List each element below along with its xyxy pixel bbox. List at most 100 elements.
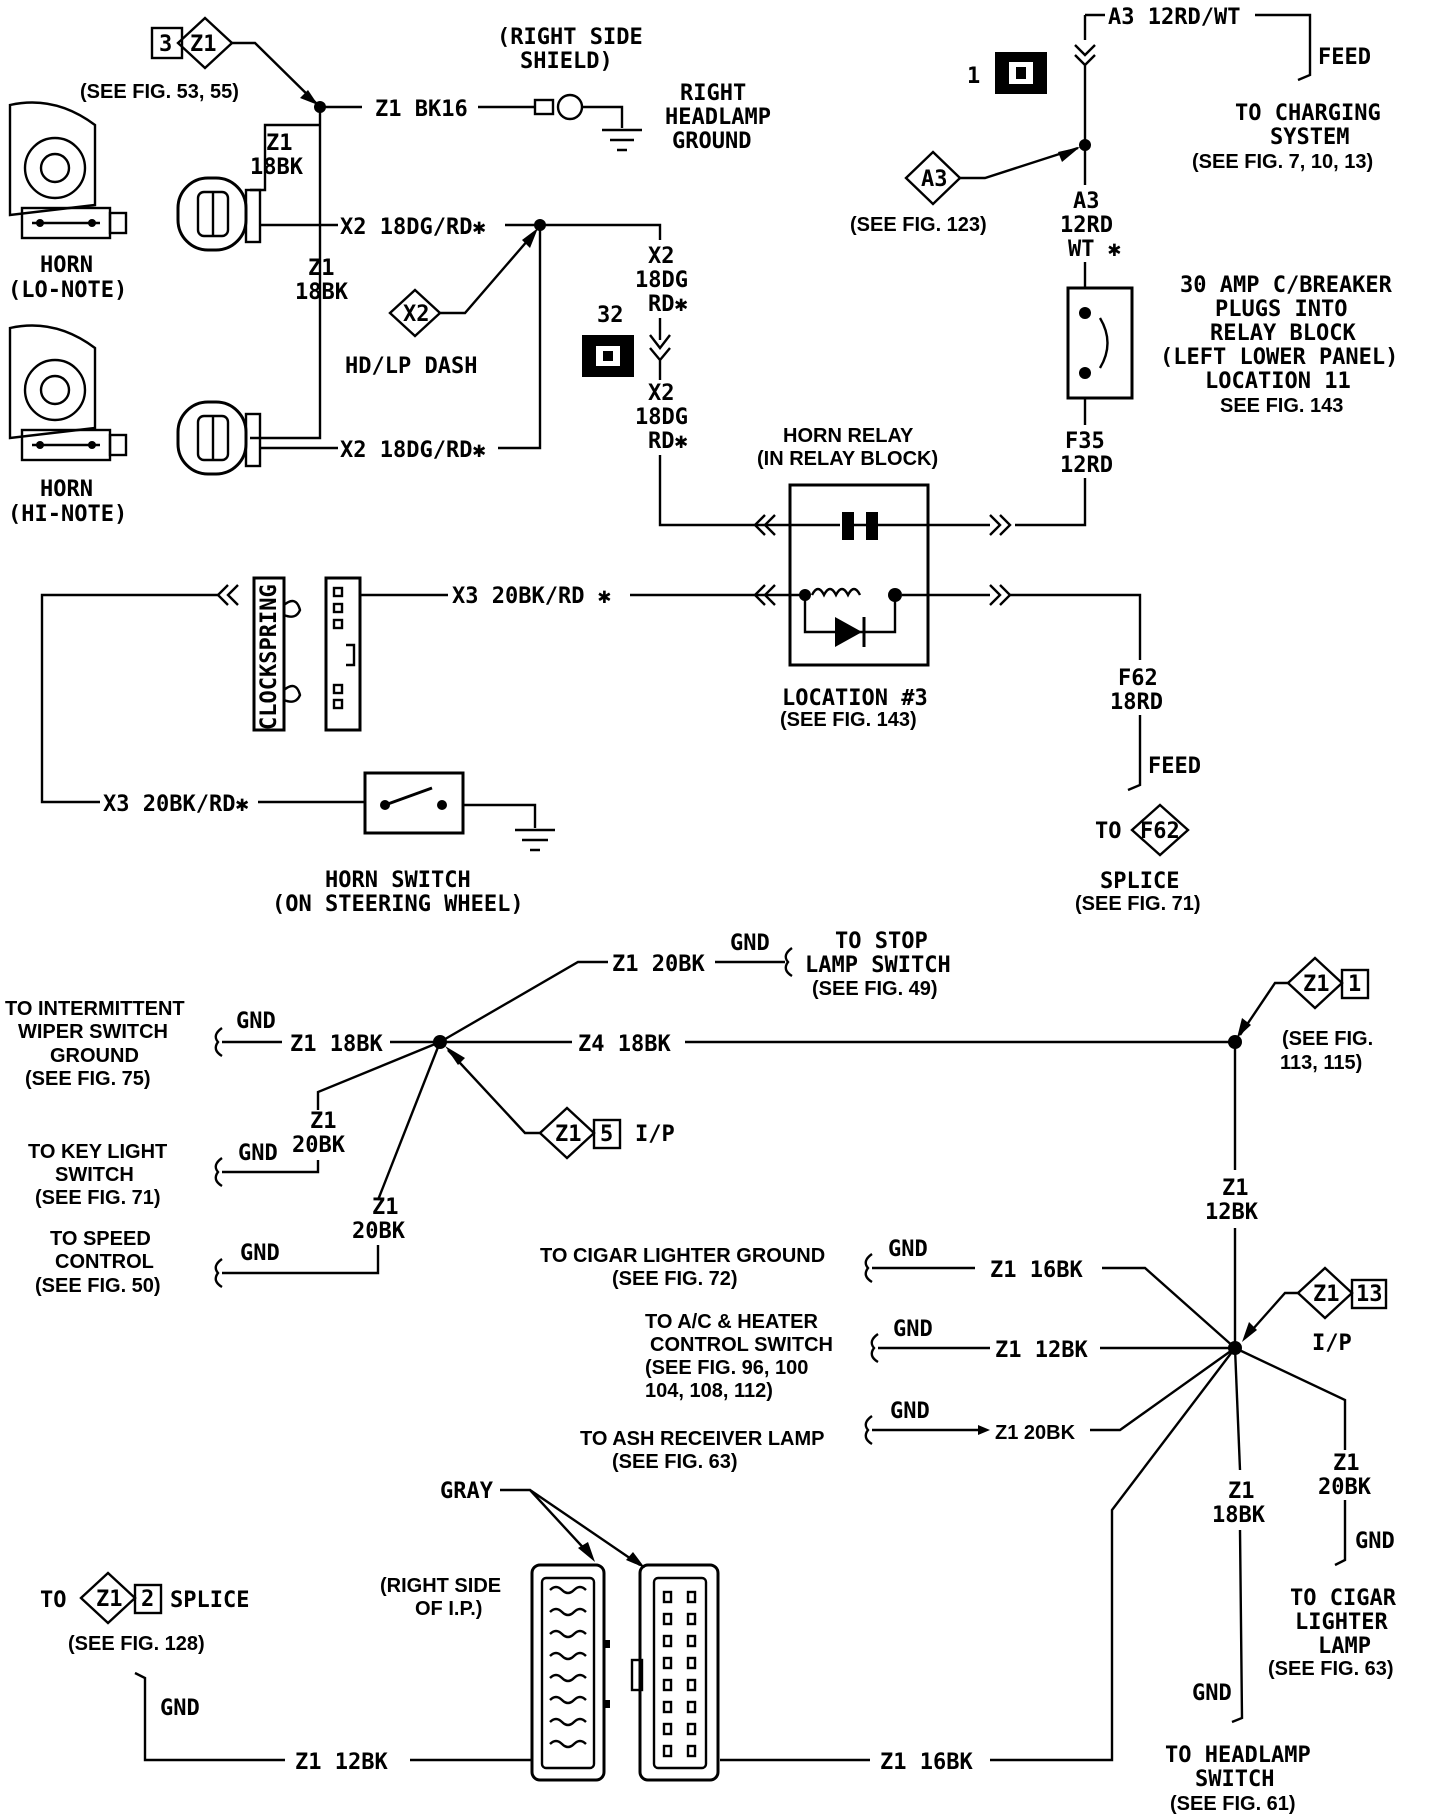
x2-diamond xyxy=(388,288,442,338)
z1-top-connector: 3 Z1 xyxy=(150,16,234,70)
gnd-lamp: GND xyxy=(1355,1529,1395,1554)
x2-18dg-2b: 18DG xyxy=(635,405,688,430)
to-wiper-2: WIPER SWITCH xyxy=(18,1021,168,1043)
ip-connector-male-icon xyxy=(630,1563,720,1782)
hd-lp-dash: HD/LP DASH xyxy=(345,354,477,379)
cb-5: LOCATION 11 xyxy=(1205,369,1351,394)
wire-z4-18bk: Z4 18BK xyxy=(578,1032,671,1057)
connector-1-label: 1 xyxy=(967,64,980,89)
circuit-breaker-icon xyxy=(1066,286,1134,400)
gnd-cigar: GND xyxy=(888,1237,928,1262)
wire-z1-bk16: Z1 BK16 xyxy=(375,97,468,122)
see-fig-72: (SEE FIG. 72) xyxy=(612,1268,738,1290)
wire-z1-20bk-stop: Z1 20BK xyxy=(612,952,705,977)
to-charging-1: TO CHARGING xyxy=(1235,101,1381,126)
z1-12bk-vert-1: Z1 xyxy=(1222,1176,1249,1201)
cb-6: SEE FIG. 143 xyxy=(1220,395,1343,417)
z1-20bk-key-2: 20BK xyxy=(292,1133,346,1158)
z1-diamond-2-label: Z1 xyxy=(96,1587,123,1612)
clockspring-label: CLOCKSPRING xyxy=(257,584,282,730)
z1-18bk-b-2: 18BK xyxy=(295,280,349,305)
z1-conn-2: 2 xyxy=(141,1587,154,1612)
see-fig-50: (SEE FIG. 50) xyxy=(35,1275,161,1297)
wire-z1-12bk-ac: Z1 12BK xyxy=(995,1338,1088,1363)
z1-18bk-a-1: Z1 xyxy=(266,131,293,156)
horn-switch-1: HORN SWITCH xyxy=(325,868,471,893)
f62-diamond xyxy=(1130,803,1190,857)
f62-2: 18RD xyxy=(1110,690,1163,715)
right-headlamp-ground-3: GROUND xyxy=(672,129,751,154)
z1-20bk-lamp-1: Z1 xyxy=(1333,1451,1360,1476)
wire-z1-12bk-bottom: Z1 12BK xyxy=(295,1750,388,1775)
see-fig-143: (SEE FIG. 143) xyxy=(780,709,917,731)
wire-a3-12rd-wt: A3 12RD/WT xyxy=(1108,5,1240,30)
see-fig-123: (SEE FIG. 123) xyxy=(850,214,987,236)
z1-12bk-vert-2: 12BK xyxy=(1205,1200,1259,1225)
clockspring-icon: CLOCKSPRING xyxy=(216,576,362,732)
shield-ground-icon xyxy=(533,93,642,152)
z1-diamond-1-label: Z1 xyxy=(1303,972,1330,997)
to-charging-2: SYSTEM xyxy=(1270,125,1349,150)
z1-conn-1: 1 xyxy=(1348,972,1361,997)
right-side-shield-1: (RIGHT SIDE xyxy=(497,25,643,50)
horn-lo-1: HORN xyxy=(40,253,93,278)
wire-x3-top: X3 20BK/RD ✱ xyxy=(452,584,611,609)
to-speed-1: TO SPEED xyxy=(50,1228,151,1250)
connector-1-icon xyxy=(995,52,1047,94)
horn-lo-connector xyxy=(176,176,262,252)
horn-lo-note-icon xyxy=(8,101,128,240)
see-fig-113-1: (SEE FIG. xyxy=(1282,1028,1373,1050)
z1-conn-5: 5 xyxy=(600,1122,613,1147)
cb-4: (LEFT LOWER PANEL) xyxy=(1160,345,1398,370)
z1-18bk-a-2: 18BK xyxy=(250,155,304,180)
location-3: LOCATION #3 xyxy=(782,686,928,711)
f62-1: F62 xyxy=(1118,666,1158,691)
to-ac-2: CONTROL SWITCH xyxy=(650,1334,833,1356)
horn-switch-2: (ON STEERING WHEEL) xyxy=(272,892,524,917)
cb-1: 30 AMP C/BREAKER xyxy=(1180,273,1393,298)
z1-20bk-speed-1: Z1 xyxy=(372,1195,399,1220)
z1-20bk-lamp-2: 20BK xyxy=(1318,1475,1372,1500)
wire-x2-bot: X2 18DG/RD✱ xyxy=(340,438,486,463)
to-cigar-lamp-2: LIGHTER xyxy=(1295,1610,1388,1635)
to-splice: TO xyxy=(40,1588,67,1613)
see-fig-7-10-13: (SEE FIG. 7, 10, 13) xyxy=(1192,151,1373,173)
wire-x2-top: X2 18DG/RD✱ xyxy=(340,215,486,240)
a3-diamond-label: A3 xyxy=(921,167,948,192)
x2-18dg-1b: 18DG xyxy=(635,268,688,293)
a3-diamond xyxy=(904,150,962,206)
to-stop-1: TO STOP xyxy=(835,929,928,954)
gnd-splice: GND xyxy=(160,1696,200,1721)
horn-lo-2: (LO-NOTE) xyxy=(8,278,127,303)
x2-18dg-1a: X2 xyxy=(648,244,675,269)
cb-3: RELAY BLOCK xyxy=(1210,321,1356,346)
gnd-stop: GND xyxy=(730,931,770,956)
horn-relay-2: (IN RELAY BLOCK) xyxy=(757,448,938,470)
to-key-2: SWITCH xyxy=(55,1164,134,1186)
z1-18bk-b-1: Z1 xyxy=(308,256,335,281)
z1-conn-number: 3 xyxy=(159,32,172,57)
ip-5: I/P xyxy=(635,1122,675,1147)
horn-hi-note-icon xyxy=(8,324,128,462)
horn-relay-1: HORN RELAY xyxy=(783,425,914,447)
wire-z1-16bk-bottom: Z1 16BK xyxy=(880,1750,973,1775)
gnd-ash: GND xyxy=(890,1399,930,1424)
gnd-ac: GND xyxy=(893,1317,933,1342)
to-ac-3: (SEE FIG. 96, 100 xyxy=(645,1357,808,1379)
see-fig-128: (SEE FIG. 128) xyxy=(68,1633,205,1655)
right-side-ip-2: OF I.P.) xyxy=(415,1598,482,1620)
z1-diamond-5 xyxy=(538,1106,596,1160)
to-cigar-ground: TO CIGAR LIGHTER GROUND xyxy=(540,1245,825,1267)
see-fig-63-b: (SEE FIG. 63) xyxy=(1268,1658,1394,1680)
f35-1: F35 xyxy=(1065,429,1105,454)
horn-switch-icon xyxy=(363,771,555,852)
to-cigar-lamp-1: TO CIGAR xyxy=(1290,1586,1397,1611)
gnd-key: GND xyxy=(238,1141,278,1166)
z1-18bk-head-2: 18BK xyxy=(1212,1503,1266,1528)
z1-diamond-label: Z1 xyxy=(190,32,217,57)
see-fig-75: (SEE FIG. 75) xyxy=(25,1068,151,1090)
z1-diamond-13 xyxy=(1296,1266,1354,1320)
z1-18bk-head-1: Z1 xyxy=(1228,1479,1255,1504)
a3-vert-2: 12RD xyxy=(1060,213,1113,238)
